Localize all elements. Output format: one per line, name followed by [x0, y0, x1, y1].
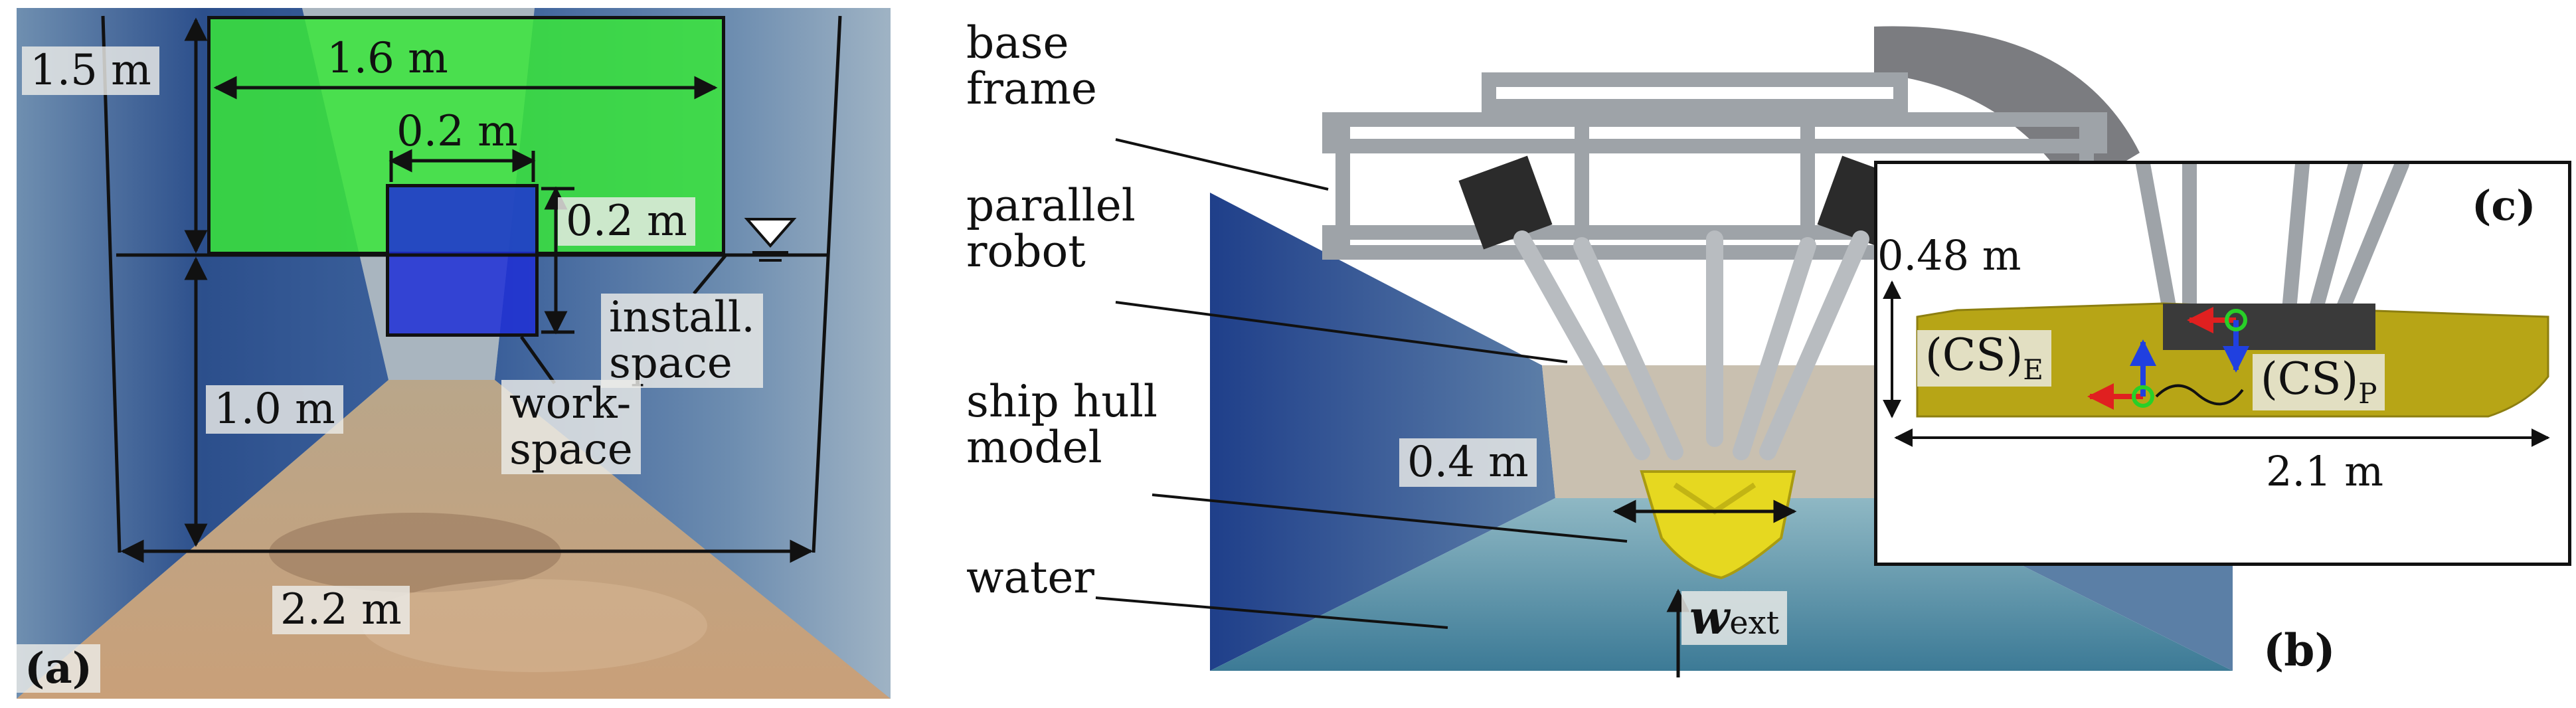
origin-icon: [2132, 385, 2154, 408]
panel-c-tag: (c): [2472, 181, 2536, 230]
panel-c-inset: 0.48 m 2.1 m (CS)E (CS)P (c): [1874, 161, 2571, 566]
workspace-region: [386, 184, 539, 337]
callout-base-frame: base frame: [966, 17, 1097, 115]
label-height-water: 1.0 m: [206, 385, 343, 434]
panel-b-tag-outer: (b): [2263, 624, 2336, 676]
label-frame-p: (CS)P: [2253, 354, 2385, 410]
panel-a-tag: (a): [17, 644, 101, 693]
label-hull-height: 0.48 m: [1877, 231, 2021, 280]
label-hull-length: 2.1 m: [2266, 447, 2384, 495]
label-hull-width: 0.4 m: [1399, 438, 1537, 487]
origin-icon: [2225, 309, 2247, 331]
label-frame-e: (CS)E: [1917, 330, 2051, 387]
label-width-tank: 2.2 m: [272, 586, 410, 635]
callout-water: water: [966, 552, 1094, 603]
panel-a-photo: 1.5 m 1.6 m 0.2 m 0.2 m 1.0 m 2.2 m inst…: [17, 8, 891, 699]
label-width-workspace: 0.2 m: [396, 107, 518, 156]
force-symbol: w: [1689, 590, 1730, 645]
label-workspace: work- space: [501, 380, 641, 475]
label-external-force: wext: [1681, 590, 1788, 645]
panel-b-arrows: [1612, 499, 1797, 677]
callout-ship-hull-model: ship hull model: [966, 376, 1158, 474]
force-subscript: ext: [1729, 604, 1780, 642]
label-height-installation: 1.5 m: [22, 46, 159, 96]
callout-parallel-robot: parallel robot: [966, 180, 1136, 278]
label-width-installation: 1.6 m: [327, 34, 448, 83]
water-level-icon: [744, 218, 797, 262]
label-height-workspace: 0.2 m: [558, 197, 695, 246]
label-installation-space: install. space: [601, 294, 763, 389]
ship-hull-model: [1640, 470, 1796, 580]
hull-diagram: [1883, 164, 2550, 447]
panel-a-dimension-lines: [101, 15, 842, 563]
